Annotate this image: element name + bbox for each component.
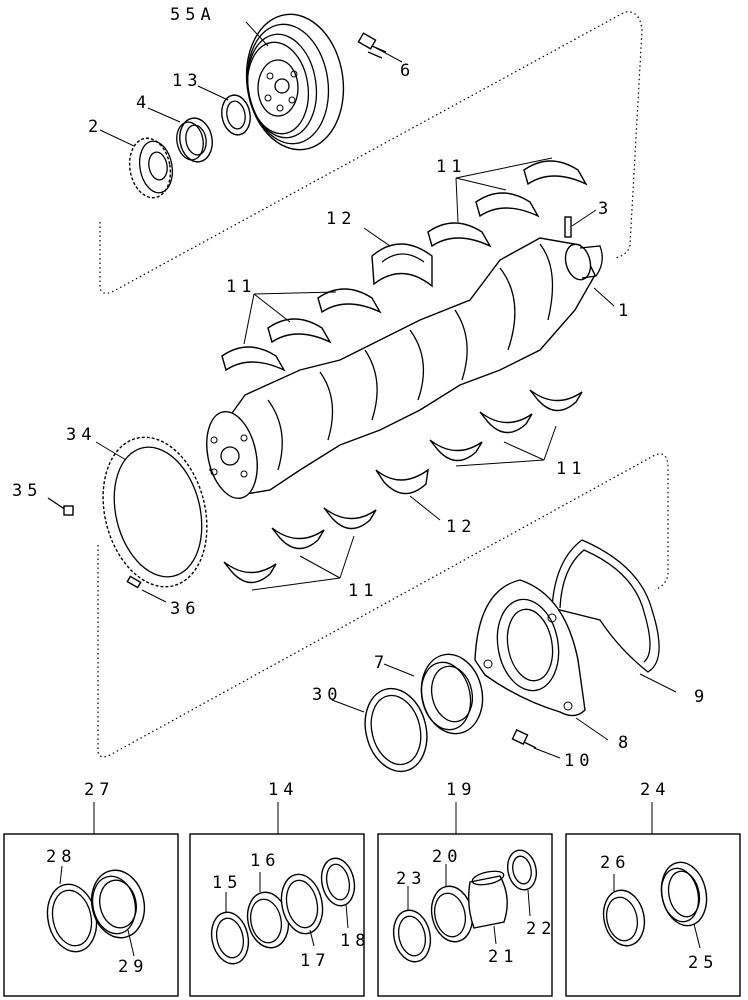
callout-2: 2 xyxy=(88,117,103,137)
kit-27-part-29: 29 xyxy=(118,957,148,977)
kit-24-part-25: 25 xyxy=(688,953,718,973)
locating-pin xyxy=(126,575,142,589)
kit-27-part-28: 28 xyxy=(46,847,76,867)
lower-main-bearings xyxy=(223,389,583,584)
upper-main-bearings xyxy=(221,160,588,372)
kit-24-label: 24 xyxy=(640,780,670,800)
rear-wear-sleeve xyxy=(364,687,428,773)
callout-6: 6 xyxy=(400,61,415,81)
upper-thrust-bearing xyxy=(371,243,433,288)
callout-3: 3 xyxy=(598,199,613,219)
kit-19-part-22: 23 xyxy=(396,869,426,889)
callout-11-left: 11 xyxy=(226,277,256,297)
tone-wheel xyxy=(102,436,208,588)
kit-19-part-20: 20 xyxy=(432,847,462,867)
callout-30: 30 xyxy=(312,685,342,705)
callout-55a: 55A xyxy=(170,5,216,25)
callout-9: 9 xyxy=(694,687,709,707)
kit-19-part-21: 21 xyxy=(488,947,518,967)
housing-bolt xyxy=(511,729,537,749)
rear-seal-housing xyxy=(474,579,586,717)
front-seal xyxy=(221,94,251,136)
callout-12-top: 12 xyxy=(326,209,356,229)
kit-box-27: 27 28 29 xyxy=(3,780,179,997)
callout-36: 36 xyxy=(170,599,200,619)
pulley-bolt xyxy=(357,32,387,59)
kit-box-14: 14 15 16 17 18 xyxy=(189,780,370,997)
callout-4: 4 xyxy=(136,93,151,113)
callout-1: 1 xyxy=(618,301,633,321)
kit-14-part-18: 18 xyxy=(340,931,370,951)
crank-gear xyxy=(128,137,174,199)
kit-14-part-16: 16 xyxy=(250,851,280,871)
damper-pulley xyxy=(245,13,345,151)
rear-group-dotted-outline xyxy=(97,453,669,758)
lower-thrust-bearing xyxy=(375,468,429,495)
callout-12-bottom: 12 xyxy=(446,517,476,537)
wear-sleeve xyxy=(176,117,213,163)
kit-19-label: 19 xyxy=(446,780,476,800)
tone-wheel-screw xyxy=(47,497,74,516)
kit-box-19: 19 23 20 21 22 xyxy=(377,780,556,997)
callout-34: 34 xyxy=(66,425,96,445)
kit-19-part-23: 22 xyxy=(526,919,556,939)
callout-13: 13 xyxy=(172,71,202,91)
kit-14-label: 14 xyxy=(268,780,298,800)
leader-lines xyxy=(95,21,677,759)
front-group-dotted-outline xyxy=(99,11,643,294)
rear-cover-gasket xyxy=(551,539,660,673)
callout-11-right: 11 xyxy=(556,459,586,479)
kit-27-label: 27 xyxy=(84,780,114,800)
dowel-pin xyxy=(564,216,572,238)
callout-7: 7 xyxy=(374,653,389,673)
callout-35: 35 xyxy=(12,481,42,501)
kit-14-part-17: 17 xyxy=(300,951,330,971)
callout-10: 10 xyxy=(564,751,594,771)
callout-11-top: 11 xyxy=(436,157,466,177)
kit-24-part-26: 26 xyxy=(600,853,630,873)
callout-8: 8 xyxy=(618,733,633,753)
callout-11-bottom: 11 xyxy=(348,581,378,601)
crankshaft xyxy=(206,237,603,500)
kit-14-part-15: 15 xyxy=(212,873,242,893)
rear-seal xyxy=(420,653,484,735)
kit-box-24: 24 26 25 xyxy=(565,780,741,997)
